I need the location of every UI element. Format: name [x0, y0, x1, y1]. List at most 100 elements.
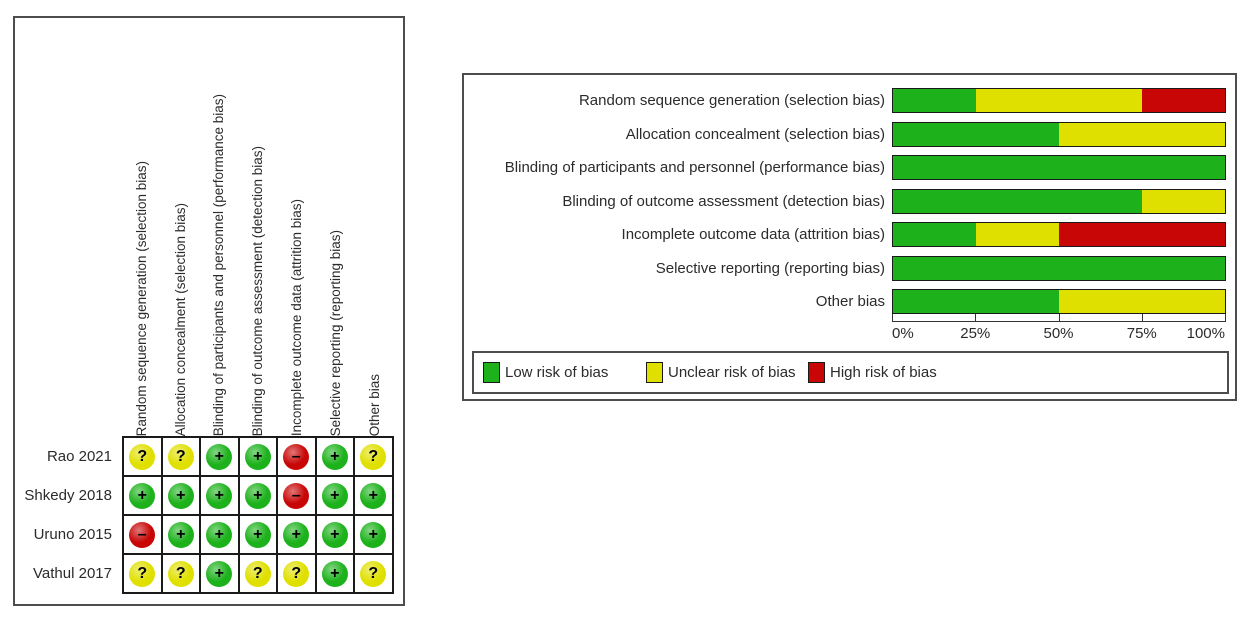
legend-swatch-low-icon	[483, 362, 500, 383]
rob-judgment-unclear-icon: ?	[129, 443, 156, 470]
legend: Low risk of bias Unclear risk of bias High…	[472, 351, 1229, 394]
axis-tick	[975, 314, 977, 322]
rob-judgment-high-icon: –	[283, 482, 310, 509]
bar-category-label: Random sequence generation (selection bi…	[578, 92, 885, 109]
rob-cell: ?	[162, 555, 199, 592]
rob-judgment-unclear-icon: ?	[129, 560, 156, 587]
stacked-bar	[892, 155, 1226, 180]
bar-segment-unclear	[976, 89, 1142, 112]
bar-row: Blinding of outcome assessment (detectio…	[464, 188, 1235, 214]
bar-row: Other bias	[464, 289, 1235, 314]
rob-column-header: Other bias	[355, 28, 394, 436]
rob-cell: +	[355, 516, 392, 553]
rob-column-header: Allocation concealment (selection bias)	[161, 28, 200, 436]
axis-tick	[1225, 314, 1226, 322]
rob-column-header-label: Incomplete outcome data (attrition bias)	[289, 198, 305, 436]
rob-judgment-low-icon: +	[283, 521, 310, 548]
risk-of-bias-graph-panel: Random sequence generation (selection bi…	[462, 73, 1237, 401]
rob-judgment-low-icon: +	[360, 482, 387, 509]
rob-cell: +	[316, 555, 353, 592]
rob-cell: ?	[355, 555, 392, 592]
bar-segment-unclear	[1142, 189, 1225, 213]
rob-judgment-unclear-icon: ?	[360, 443, 387, 470]
bar-category-label: Selective reporting (reporting bias)	[655, 259, 885, 277]
axis-tick-label: 0%	[892, 325, 914, 342]
rob-judgment-low-icon: +	[360, 521, 387, 548]
stacked-bar	[892, 188, 1226, 214]
rob-cell: +	[201, 516, 238, 553]
rob-cell: ?	[124, 438, 161, 475]
bar-row: Allocation concealment (selection bias)	[464, 121, 1235, 147]
axis-tick-label: 50%	[1043, 325, 1074, 342]
rob-column-header: Blinding of participants and personnel (…	[200, 28, 239, 436]
rob-summary-grid: ??++–+?++++–++–++++++??+??+?	[122, 436, 394, 594]
rob-cell: +	[316, 477, 353, 514]
rob-cell: +	[355, 477, 392, 514]
bar-row: Incomplete outcome data (attrition bias)	[464, 222, 1235, 247]
rob-cell: ?	[355, 438, 392, 475]
rob-column-header-label: Blinding of outcome assessment (detectio…	[250, 145, 266, 436]
rob-column-header-label: Other bias	[366, 373, 382, 436]
rob-column-headers: Random sequence generation (selection bi…	[122, 28, 394, 436]
bar-segment-high	[1142, 89, 1225, 112]
rob-judgment-low-icon: +	[167, 521, 194, 548]
bar-category-label: Blinding of participants and personnel (…	[504, 159, 885, 176]
study-label: Rao 2021	[46, 448, 112, 465]
rob-cell: +	[201, 477, 238, 514]
rob-column-header-label: Selective reporting (reporting bias)	[327, 229, 343, 436]
legend-label: Low risk of bias	[505, 364, 609, 381]
rob-judgment-low-icon: +	[206, 560, 233, 587]
rob-judgment-low-icon: +	[206, 443, 233, 470]
rob-column-header-label: Blinding of participants and personnel (…	[211, 93, 227, 436]
rob-judgment-low-icon: +	[244, 482, 271, 509]
rob-cell: +	[316, 516, 353, 553]
axis-tick-label: 25%	[960, 325, 991, 342]
rob-cell: –	[124, 516, 161, 553]
bar-segment-low	[893, 223, 976, 246]
axis-tick	[1058, 314, 1060, 322]
stacked-bar	[892, 88, 1226, 113]
axis-tick-label: 100%	[1186, 325, 1225, 342]
rob-judgment-unclear-icon: ?	[283, 560, 310, 587]
stacked-bar	[892, 222, 1226, 247]
rob-cell: +	[124, 477, 161, 514]
bar-category-label: Blinding of outcome assessment (detectio…	[562, 192, 885, 210]
rob-judgment-unclear-icon: ?	[167, 443, 194, 470]
bar-category-label: Incomplete outcome data (attrition bias)	[621, 226, 885, 243]
rob-judgment-high-icon: –	[283, 443, 310, 470]
study-label: Uruno 2015	[33, 526, 112, 543]
bar-row: Blinding of participants and personnel (…	[464, 155, 1235, 180]
rob-judgment-low-icon: +	[129, 482, 156, 509]
bar-segment-low	[893, 290, 1059, 313]
rob-cell: +	[162, 477, 199, 514]
legend-label: High risk of bias	[830, 364, 937, 381]
bar-row: Selective reporting (reporting bias)	[464, 255, 1235, 281]
bar-category-label: Other bias	[815, 293, 885, 310]
legend-entry: High risk of bias	[808, 353, 937, 392]
rob-cell: +	[278, 516, 315, 553]
rob-judgment-low-icon: +	[206, 482, 233, 509]
rob-cell: ?	[124, 555, 161, 592]
rob-cell: +	[239, 516, 276, 553]
legend-label: Unclear risk of bias	[668, 364, 796, 381]
rob-column-header: Incomplete outcome data (attrition bias)	[277, 28, 316, 436]
rob-cell: ?	[278, 555, 315, 592]
rob-judgment-low-icon: +	[321, 521, 348, 548]
bar-segment-low	[893, 156, 1225, 179]
stacked-bar	[892, 255, 1226, 281]
rob-cell: –	[278, 438, 315, 475]
rob-cell: +	[162, 516, 199, 553]
study-label: Vathul 2017	[33, 565, 112, 582]
rob-judgment-unclear-icon: ?	[167, 560, 194, 587]
bar-segment-unclear	[1059, 122, 1225, 146]
rob-column-header: Selective reporting (reporting bias)	[316, 28, 355, 436]
rob-judgment-low-icon: +	[244, 443, 271, 470]
legend-entry: Unclear risk of bias	[646, 353, 796, 392]
study-label: Shkedy 2018	[24, 487, 112, 504]
rob-judgment-low-icon: +	[244, 521, 271, 548]
legend-swatch-high-icon	[808, 362, 825, 383]
rob-column-header-label: Random sequence generation (selection bi…	[133, 160, 149, 436]
rob-judgment-high-icon: –	[129, 521, 156, 548]
